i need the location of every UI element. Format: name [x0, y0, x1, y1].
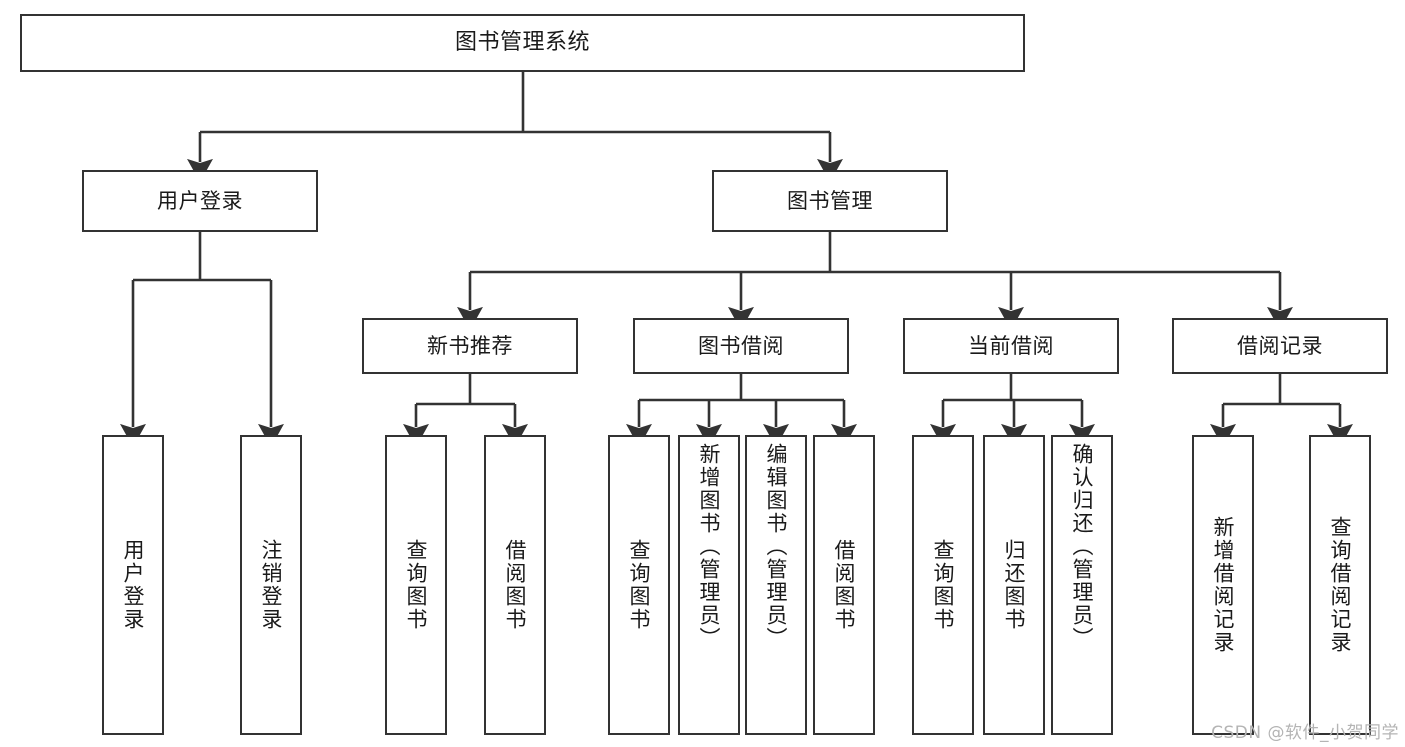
node-new-book-recommend[interactable]: 新书推荐 — [362, 318, 578, 374]
node-root-label: 图书管理系统 — [454, 30, 590, 56]
node-leaf-logout-label: 注销登录 — [259, 539, 284, 631]
node-leaf-query-book-cb-label: 查询图书 — [931, 539, 956, 631]
node-new-book-recommend-label: 新书推荐 — [427, 333, 513, 358]
node-leaf-add-book-admin-label: 新增图书（管理员） — [697, 443, 722, 650]
node-borrow-record-label: 借阅记录 — [1237, 333, 1323, 358]
node-leaf-confirm-return-admin[interactable]: 确认归还（管理员） — [1051, 435, 1113, 735]
node-root[interactable]: 图书管理系统 — [20, 14, 1025, 72]
node-leaf-borrow-book-br[interactable]: 借阅图书 — [813, 435, 875, 735]
csdn-watermark: CSDN @软件_小贺同学 — [1211, 723, 1399, 743]
node-leaf-query-book-rec[interactable]: 查询图书 — [385, 435, 447, 735]
node-leaf-borrow-book-br-label: 借阅图书 — [832, 539, 857, 631]
node-leaf-user-login-label: 用户登录 — [121, 539, 146, 631]
node-leaf-logout[interactable]: 注销登录 — [240, 435, 302, 735]
node-book-borrow-label: 图书借阅 — [698, 333, 784, 358]
node-leaf-edit-book-admin[interactable]: 编辑图书（管理员） — [745, 435, 807, 735]
node-leaf-query-book-cb[interactable]: 查询图书 — [912, 435, 974, 735]
node-leaf-add-book-admin[interactable]: 新增图书（管理员） — [678, 435, 740, 735]
node-user-login-label: 用户登录 — [157, 188, 243, 213]
node-user-login[interactable]: 用户登录 — [82, 170, 318, 232]
node-leaf-borrow-book-rec[interactable]: 借阅图书 — [484, 435, 546, 735]
node-leaf-confirm-return-admin-label: 确认归还（管理员） — [1070, 443, 1095, 650]
node-leaf-borrow-book-rec-label: 借阅图书 — [503, 539, 528, 631]
node-current-borrow-label: 当前借阅 — [968, 333, 1054, 358]
node-leaf-query-book-br-label: 查询图书 — [627, 539, 652, 631]
node-leaf-return-book-label: 归还图书 — [1002, 539, 1027, 631]
node-leaf-query-book-rec-label: 查询图书 — [404, 539, 429, 631]
node-leaf-query-borrow-record-label: 查询借阅记录 — [1328, 516, 1353, 654]
node-book-borrow[interactable]: 图书借阅 — [633, 318, 849, 374]
node-leaf-query-book-br[interactable]: 查询图书 — [608, 435, 670, 735]
node-leaf-return-book[interactable]: 归还图书 — [983, 435, 1045, 735]
node-leaf-add-borrow-record[interactable]: 新增借阅记录 — [1192, 435, 1254, 735]
node-leaf-query-borrow-record[interactable]: 查询借阅记录 — [1309, 435, 1371, 735]
node-current-borrow[interactable]: 当前借阅 — [903, 318, 1119, 374]
node-book-manage[interactable]: 图书管理 — [712, 170, 948, 232]
node-leaf-add-borrow-record-label: 新增借阅记录 — [1211, 516, 1236, 654]
node-borrow-record[interactable]: 借阅记录 — [1172, 318, 1388, 374]
node-book-manage-label: 图书管理 — [787, 188, 873, 213]
node-leaf-edit-book-admin-label: 编辑图书（管理员） — [764, 443, 789, 650]
node-leaf-user-login[interactable]: 用户登录 — [102, 435, 164, 735]
